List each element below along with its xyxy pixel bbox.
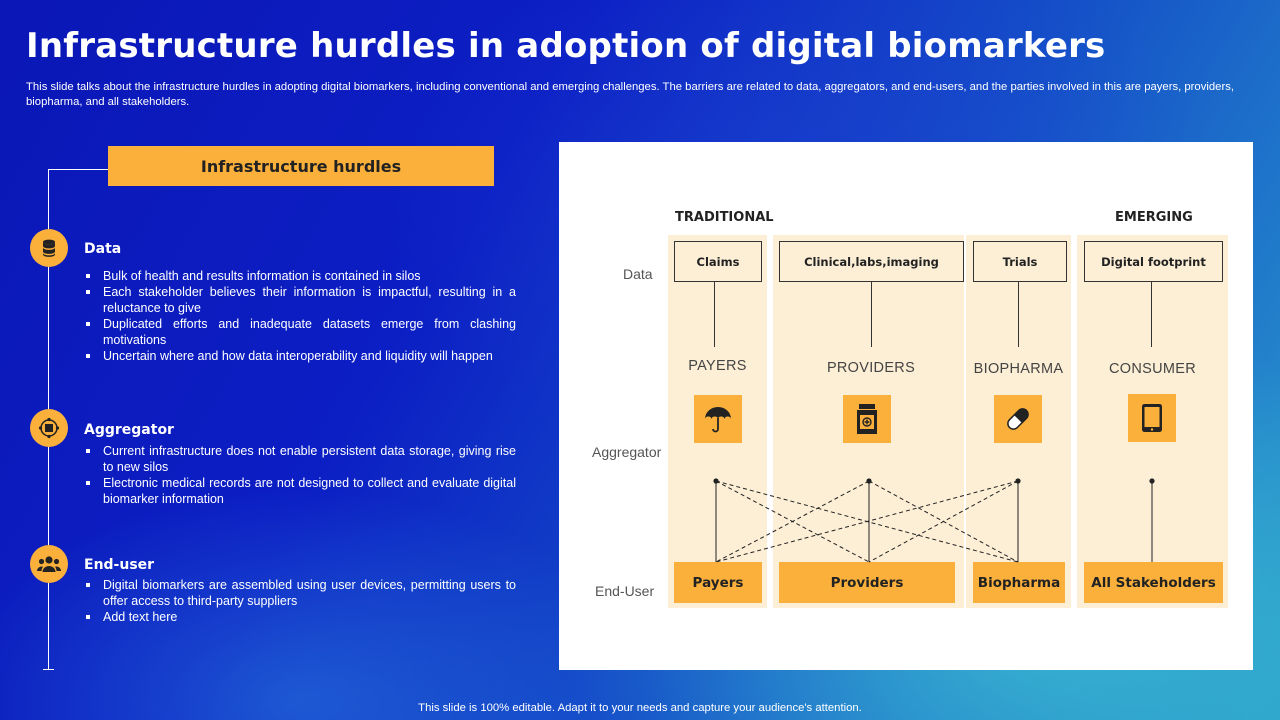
medicine-bottle-icon	[843, 395, 891, 443]
data-bullets: Bulk of health and results information i…	[84, 268, 516, 364]
list-item: Each stakeholder believes their informat…	[84, 284, 516, 316]
connection-lines	[713, 478, 1155, 563]
end-user-label: Providers	[830, 574, 904, 591]
data-box-trials: Trials	[973, 241, 1067, 282]
list-item: Add text here	[84, 609, 516, 625]
connector-line	[871, 282, 872, 347]
end-user-box-biopharma: Biopharma	[973, 562, 1065, 603]
row-label-data: Data	[623, 266, 653, 282]
hurdles-heading: Infrastructure hurdles	[200, 156, 402, 176]
section-title-end-user: End-user	[84, 557, 155, 573]
aggregator-bullets: Current infrastructure does not enable p…	[84, 443, 516, 507]
emerging-header: EMERGING	[1115, 210, 1193, 225]
list-item: Bulk of health and results information i…	[84, 268, 516, 284]
data-box-label: Digital footprint	[1101, 254, 1206, 269]
end-user-box-payers: Payers	[674, 562, 762, 603]
end-user-box-all-stakeholders: All Stakeholders	[1084, 562, 1223, 603]
umbrella-icon	[694, 395, 742, 443]
end-user-label: All Stakeholders	[1091, 574, 1216, 591]
connector-line	[1018, 282, 1019, 347]
timeline-end-tick	[43, 669, 54, 670]
connector-line	[714, 282, 715, 347]
traditional-header: TRADITIONAL	[675, 210, 774, 225]
list-item: Digital biomarkers are assembled using u…	[84, 577, 516, 609]
end-user-label: Payers	[692, 574, 744, 591]
pill-icon	[994, 395, 1042, 443]
database-icon	[30, 229, 68, 267]
timeline-connector	[48, 169, 108, 170]
list-item: Electronic medical records are not desig…	[84, 475, 516, 507]
diagram-panel: TRADITIONAL EMERGING Data Aggregator End…	[559, 142, 1253, 670]
data-box-label: Trials	[1002, 254, 1038, 269]
page-title: Infrastructure hurdles in adoption of di…	[26, 26, 1106, 66]
data-box-label: Clinical,labs,imaging	[804, 254, 939, 269]
data-box-label: Claims	[696, 254, 740, 269]
end-user-label: Biopharma	[977, 574, 1061, 591]
row-label-aggregator: Aggregator	[592, 444, 662, 460]
tablet-icon	[1128, 394, 1176, 442]
list-item: Current infrastructure does not enable p…	[84, 443, 516, 475]
footer-note: This slide is 100% editable. Adapt it to…	[418, 702, 862, 714]
data-box-clinical: Clinical,labs,imaging	[779, 241, 964, 282]
hurdles-heading-box: Infrastructure hurdles	[108, 146, 494, 186]
aggregator-label-payers: PAYERS	[688, 358, 747, 374]
end-user-box-providers: Providers	[779, 562, 955, 603]
aggregator-label-providers: PROVIDERS	[826, 360, 916, 376]
data-box-claims: Claims	[674, 241, 762, 282]
row-label-end-user: End-User	[595, 583, 655, 599]
aggregator-label-biopharma: BIOPHARMA	[973, 361, 1064, 377]
connector-line	[1151, 282, 1152, 347]
aggregator-label-consumer: CONSUMER	[1109, 361, 1196, 377]
list-item: Uncertain where and how data interoperab…	[84, 348, 516, 364]
page-subtitle: This slide talks about the infrastructur…	[26, 81, 1234, 108]
data-box-digital-footprint: Digital footprint	[1084, 241, 1223, 282]
network-icon	[30, 409, 68, 447]
end-user-bullets: Digital biomarkers are assembled using u…	[84, 577, 516, 625]
users-icon	[30, 545, 68, 583]
section-title-aggregator: Aggregator	[84, 422, 174, 438]
section-title-data: Data	[84, 241, 122, 257]
list-item: Duplicated efforts and inadequate datase…	[84, 316, 516, 348]
